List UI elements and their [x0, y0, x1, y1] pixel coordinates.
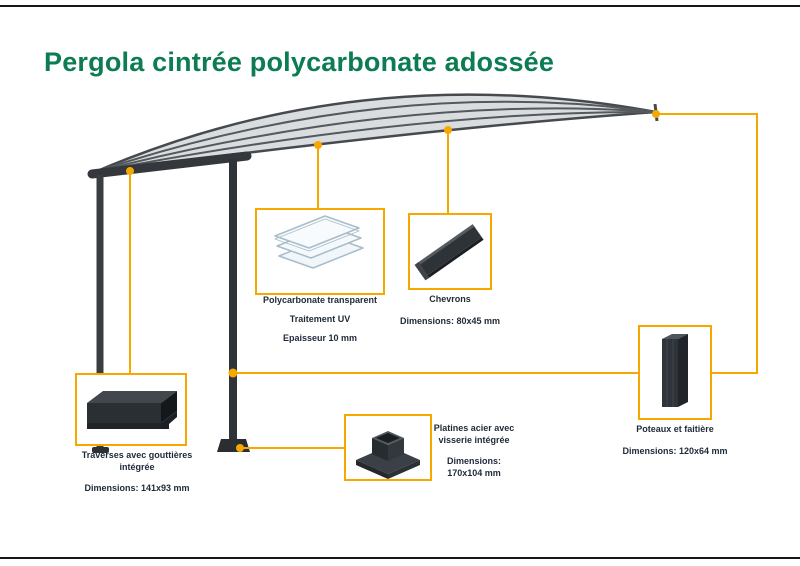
label-chevrons-dimensions: Dimensions: 80x45 mm: [399, 316, 501, 326]
left-post-base: [92, 447, 109, 453]
page-top-border: [0, 5, 800, 7]
label-traverses-dimensions: Dimensions: 141x93 mm: [84, 483, 190, 493]
callout-platines: [344, 414, 432, 481]
label-platines-name-1: Platines acier avec: [433, 423, 515, 433]
label-platines-name-2: visserie intégrée: [438, 435, 510, 445]
steel-base-plate-icon: [356, 431, 420, 479]
label-polycarbonate-thickness: Epaisseur 10 mm: [282, 333, 358, 343]
dot-post: [228, 368, 238, 378]
connector-lines: [129, 113, 758, 449]
dot-faitiere: [652, 110, 660, 118]
dot-roof-polycarbonate: [314, 141, 322, 149]
post-profile-icon: [662, 334, 688, 407]
label-polycarbonate-name: Polycarbonate transparent: [262, 295, 378, 305]
label-traverses-name-1: Traverses avec gouttières: [81, 450, 193, 460]
page-title: Pergola cintrée polycarbonate adossée: [44, 47, 555, 77]
dot-roof-chevron: [444, 126, 452, 134]
dot-post-base: [236, 444, 244, 452]
polycarbonate-sheets-icon: [274, 215, 364, 269]
label-platines-dimensions-1: Dimensions:: [446, 456, 501, 466]
connection-dots: [126, 110, 660, 452]
label-chevrons-name: Chevrons: [429, 294, 471, 304]
callout-traverses: [75, 373, 187, 446]
dot-beam: [126, 167, 134, 175]
labels-poteaux: Poteaux et faitière Dimensions: 120x64 m…: [600, 423, 750, 464]
label-poteaux-dimensions: Dimensions: 120x64 mm: [622, 446, 728, 456]
callout-polycarbonate: [255, 208, 385, 295]
labels-polycarbonate: Polycarbonate transparent Traitement UV …: [230, 294, 410, 351]
gutter-beam-icon: [87, 391, 177, 429]
label-platines-dimensions-2: 170x104 mm: [447, 468, 501, 478]
labels-chevrons: Chevrons Dimensions: 80x45 mm: [375, 293, 525, 334]
callout-poteaux: [638, 325, 712, 420]
label-poteaux-name: Poteaux et faitière: [636, 424, 714, 434]
front-gutter-beam: [87, 151, 252, 179]
connector-faitiere: [656, 113, 758, 374]
labels-platines: Platines acier avec visserie intégrée Di…: [430, 422, 518, 486]
page-bottom-border: [0, 557, 800, 559]
labels-traverses: Traverses avec gouttières intégrée Dimen…: [52, 449, 222, 501]
callout-chevrons: [408, 213, 492, 290]
label-polycarbonate-treatment: Traitement UV: [289, 314, 351, 324]
chevron-profile-icon: [414, 224, 484, 281]
label-traverses-name-2: intégrée: [119, 462, 155, 472]
